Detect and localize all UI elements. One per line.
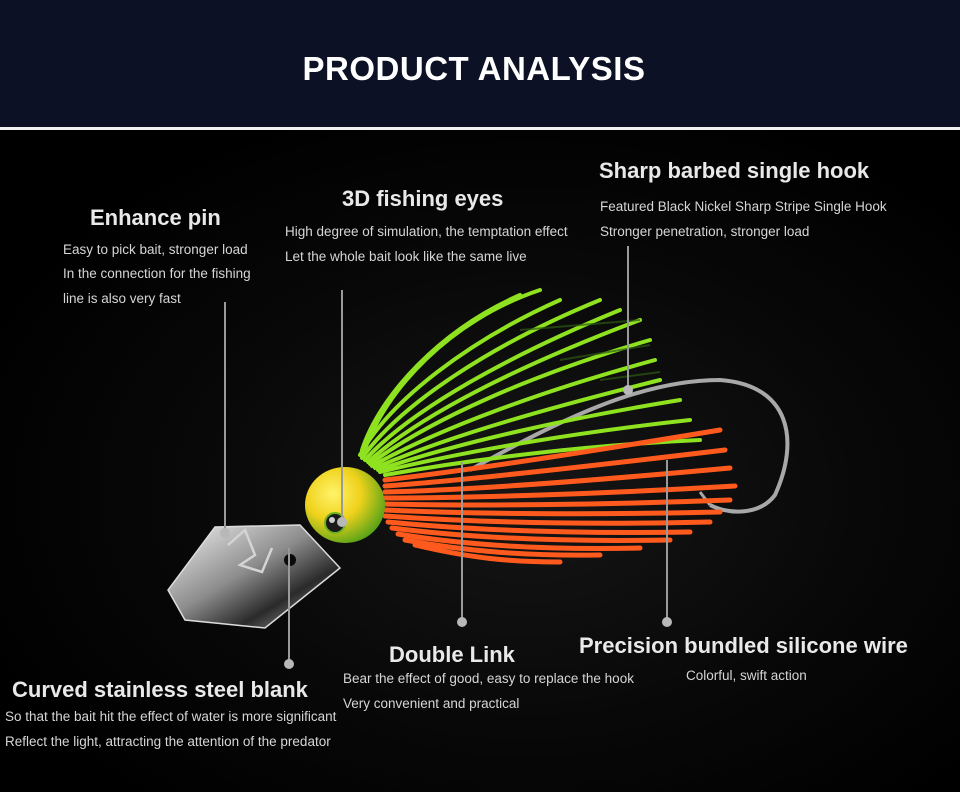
feature-title-silicone-wire: Precision bundled silicone wire bbox=[579, 633, 908, 658]
leader-line-hook bbox=[627, 246, 629, 388]
feature-desc-enhance-pin-3: line is also very fast bbox=[63, 291, 181, 306]
product-photo bbox=[0, 130, 960, 792]
steel-blade bbox=[167, 524, 342, 629]
feature-desc-enhance-pin-1: Easy to pick bait, stronger load bbox=[63, 242, 248, 257]
feature-desc-enhance-pin-2: In the connection for the fishing bbox=[63, 266, 251, 281]
feature-desc-fishing-eyes-2: Let the whole bait look like the same li… bbox=[285, 249, 527, 264]
feature-desc-silicone-wire-1: Colorful, swift action bbox=[686, 668, 807, 683]
leader-dot-hook bbox=[623, 385, 633, 395]
leader-dot-silicone bbox=[662, 617, 672, 627]
feature-title-barbed-hook: Sharp barbed single hook bbox=[599, 158, 870, 183]
feature-desc-double-link-1: Bear the effect of good, easy to replace… bbox=[343, 671, 634, 686]
feature-desc-double-link-2: Very convenient and practical bbox=[343, 696, 520, 711]
leader-dot-steel-blank bbox=[284, 659, 294, 669]
header-bar: PRODUCT ANALYSIS bbox=[0, 0, 960, 127]
feature-desc-fishing-eyes-1: High degree of simulation, the temptatio… bbox=[285, 224, 568, 239]
feature-desc-steel-blank-1: So that the bait hit the effect of water… bbox=[5, 709, 337, 724]
lure-head bbox=[305, 467, 385, 543]
feature-title-steel-blank: Curved stainless steel blank bbox=[12, 677, 308, 702]
chatterbait-lure-image bbox=[167, 288, 790, 629]
header-divider bbox=[0, 127, 960, 130]
snap-pin bbox=[227, 527, 274, 574]
feature-title-double-link: Double Link bbox=[389, 642, 515, 667]
feature-title-fishing-eyes: 3D fishing eyes bbox=[342, 186, 504, 211]
page-title: PRODUCT ANALYSIS bbox=[302, 50, 646, 87]
leader-dot-eyes bbox=[337, 517, 347, 527]
green-skirt-strands bbox=[358, 288, 702, 477]
leader-line-silicone bbox=[666, 460, 668, 620]
feature-desc-steel-blank-2: Reflect the light, attracting the attent… bbox=[5, 734, 331, 749]
leader-dot-double-link bbox=[457, 617, 467, 627]
leader-dot-enhance-pin bbox=[220, 528, 230, 538]
feature-desc-barbed-hook-2: Stronger penetration, stronger load bbox=[600, 224, 810, 239]
orange-skirt-strands bbox=[382, 427, 738, 565]
leader-line-eyes bbox=[341, 290, 343, 520]
feature-desc-barbed-hook-1: Featured Black Nickel Sharp Stripe Singl… bbox=[600, 199, 887, 214]
leader-line-double-link bbox=[461, 462, 463, 620]
leader-line-steel-blank bbox=[288, 548, 290, 660]
feature-title-enhance-pin: Enhance pin bbox=[90, 205, 221, 230]
leader-line-enhance-pin bbox=[224, 302, 226, 530]
